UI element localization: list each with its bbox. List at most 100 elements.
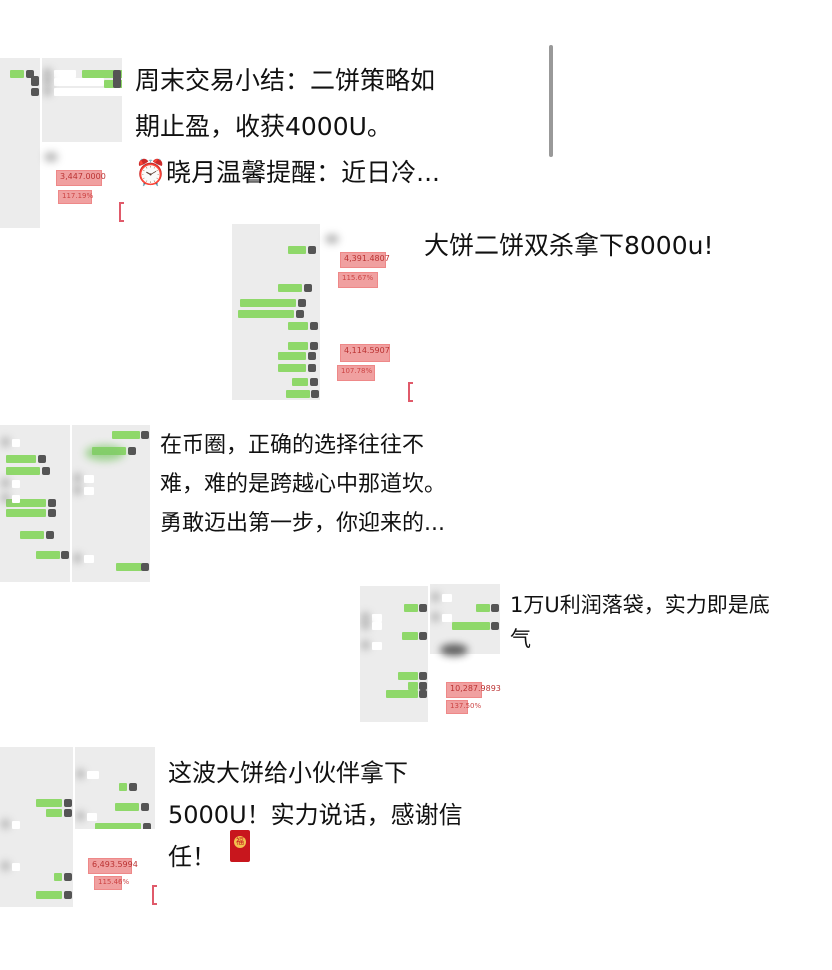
caption-line: 1万U利润落袋，实力即是底 [510, 593, 770, 617]
caption-line: 在币圈，正确的选择往往不 [160, 433, 425, 458]
blurred-avatar [1, 478, 10, 488]
chat-bubble [476, 604, 490, 612]
chat-bubble [240, 299, 296, 307]
blurred-avatar [76, 811, 85, 821]
scrollbar[interactable] [549, 45, 553, 157]
avatar [141, 563, 149, 571]
chat-bubble [386, 690, 418, 698]
chat-bubble [54, 78, 104, 86]
post-caption[interactable]: 在币圈，正确的选择往往不 难，难的是跨越心中那道坎。 勇敢迈出第一步，你迎来的.… [160, 426, 446, 543]
blurred-avatar [73, 553, 82, 563]
chat-screenshot-thumbnail[interactable]: 6,493.5994 115.46% [0, 745, 158, 910]
chat-bubble [115, 803, 139, 811]
blurred-image [85, 445, 125, 461]
chat-bubble [54, 70, 76, 78]
avatar [419, 632, 427, 640]
avatar [64, 809, 72, 817]
profit-box: 10,287.9893 [446, 682, 501, 698]
profit-box: 4,391.4807 [340, 252, 390, 268]
chat-bubble [12, 439, 20, 447]
chat-bubble [288, 246, 306, 254]
blurred-avatar [1, 819, 10, 829]
avatar [308, 364, 316, 372]
chat-bubble [398, 672, 418, 680]
avatar [308, 246, 316, 254]
chat-bubble [292, 378, 308, 386]
avatar [42, 467, 50, 475]
chat-bubble [372, 622, 382, 630]
chat-bubble [84, 475, 94, 483]
chat-bubble [408, 682, 418, 690]
avatar [61, 551, 69, 559]
caption-line: 这波大饼给小伙伴拿下 [168, 759, 408, 787]
profit-box: 6,493.5994 [88, 858, 138, 874]
chat-screenshot-thumbnail[interactable]: 10,287.9893 137.50% [360, 584, 502, 724]
chat-bubble [238, 310, 294, 318]
avatar [491, 622, 499, 630]
post-caption[interactable]: 大饼二饼双杀拿下8000u! [424, 226, 714, 266]
chat-bubble [6, 455, 36, 463]
avatar [31, 76, 39, 84]
caption-line: 大饼二饼双杀拿下8000u! [424, 231, 714, 260]
post-caption[interactable]: 这波大饼给小伙伴拿下 5000U！实力说话，感谢信 任！ [168, 752, 463, 878]
caption-line: 5000U！实力说话，感谢信 [168, 801, 463, 829]
chat-bubble [6, 499, 46, 507]
chat-bubble [12, 863, 20, 871]
chat-bubble [20, 531, 44, 539]
chat-screenshot-thumbnail[interactable] [0, 425, 150, 582]
avatar [113, 70, 121, 78]
chat-bubble [112, 431, 140, 439]
chat-bubble [54, 873, 62, 881]
chat-bubble [46, 809, 62, 817]
chat-bubble [84, 487, 94, 495]
caption-text: 晓月温馨提醒：近日冷... [166, 158, 440, 187]
chat-screenshot-thumbnail[interactable]: 3,447.0000 117.19% [0, 40, 124, 230]
post-caption[interactable]: 周末交易小结：二饼策略如 期止盈，收获4000U。 ⏰晓月温馨提醒：近日冷... [135, 58, 440, 196]
percent-box: 115.67% [338, 272, 378, 288]
chat-bubble [278, 364, 306, 372]
caption-line: 勇敢迈出第一步，你迎来的... [160, 511, 445, 536]
chat-bubble [6, 467, 40, 475]
red-envelope-icon: 福 [230, 830, 250, 862]
chat-bubble [36, 551, 60, 559]
blurred-avatar [361, 612, 370, 622]
avatar [113, 80, 121, 88]
avatar [304, 284, 312, 292]
caption-line: 气 [510, 627, 531, 651]
profit-box: 3,447.0000 [56, 170, 106, 186]
chat-bubble [87, 771, 99, 779]
chat-pane [0, 747, 73, 907]
avatar [310, 322, 318, 330]
caption-text: 任！ [168, 843, 216, 871]
chat-bubble [36, 799, 62, 807]
chat-bubble [36, 891, 62, 899]
avatar [64, 799, 72, 807]
bracket-mark [408, 382, 413, 402]
caption-line: 难，难的是跨越心中那道坎。 [160, 472, 447, 497]
chat-bubble [6, 509, 46, 517]
avatar [113, 76, 121, 84]
chat-bubble [402, 632, 418, 640]
caption-line: ⏰晓月温馨提醒：近日冷... [135, 150, 440, 196]
chat-screenshot-thumbnail[interactable]: 4,391.4807 115.67% 4,114.5907 107.78% [230, 220, 420, 405]
avatar [31, 88, 39, 96]
chat-bubble [12, 821, 20, 829]
avatar [143, 823, 151, 829]
chat-bubble [82, 70, 122, 78]
post-caption[interactable]: 1万U利润落袋，实力即是底 气 [510, 588, 770, 656]
avatar [141, 803, 149, 811]
percent-box: 137.50% [446, 700, 481, 714]
avatar [48, 509, 56, 517]
bracket-mark [152, 885, 157, 905]
avatar [419, 604, 427, 612]
chat-pane [75, 747, 155, 829]
chat-bubble [87, 813, 97, 821]
profit-box: 4,114.5907 [340, 344, 390, 362]
blurred-avatar [325, 234, 339, 244]
avatar [141, 431, 149, 439]
chat-bubble [372, 642, 382, 650]
chat-bubble [84, 555, 94, 563]
chat-bubble [278, 352, 306, 360]
chat-bubble [372, 614, 382, 622]
avatar [311, 390, 319, 398]
